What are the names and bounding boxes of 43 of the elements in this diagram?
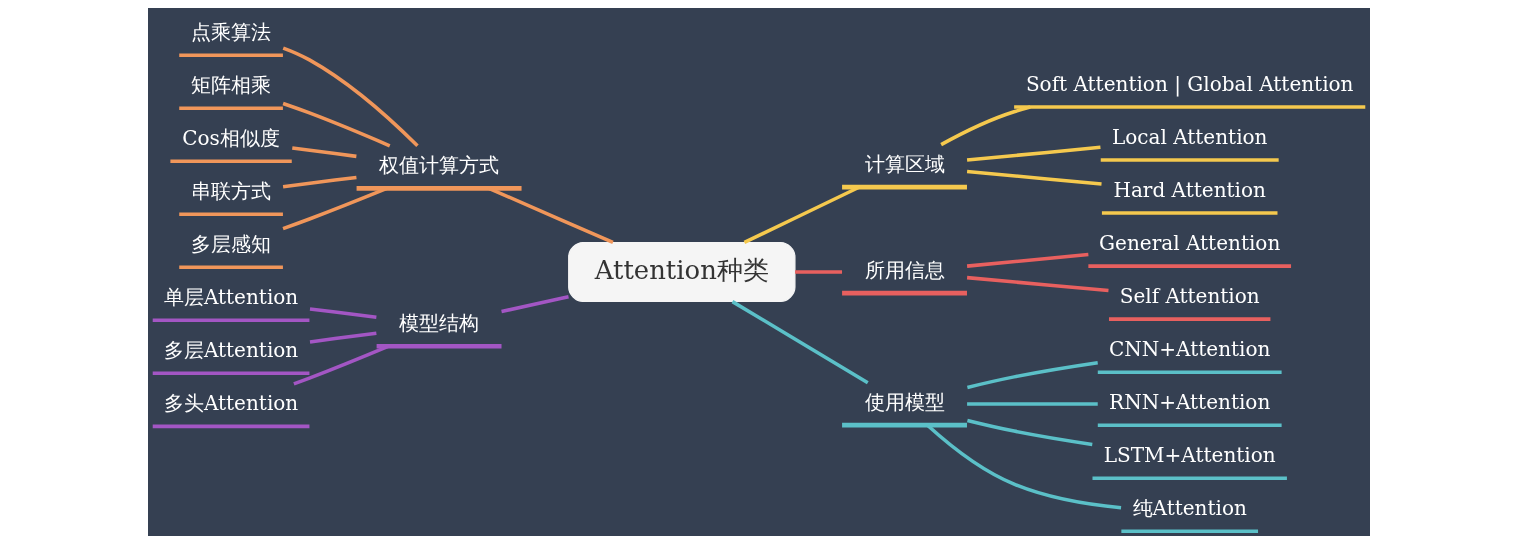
node-text: 单层Attention: [163, 284, 299, 309]
node-text: 使用模型: [864, 389, 945, 414]
node-text: 纯Attention: [1132, 495, 1247, 520]
node-text: 点乘算法: [191, 19, 272, 44]
connector: [966, 275, 1109, 293]
connector: [309, 331, 377, 344]
connector: [731, 300, 869, 385]
connector: [282, 46, 419, 148]
node-text: 模型结构: [399, 310, 480, 335]
connector: [795, 270, 843, 274]
connector: [282, 175, 357, 189]
connector: [940, 105, 1031, 147]
connector: [501, 295, 569, 314]
connector: [292, 146, 357, 159]
node-text: Hard Attention: [1113, 177, 1266, 202]
connector: [293, 344, 389, 386]
connector: [309, 307, 377, 320]
node-text: 所用信息: [864, 257, 945, 282]
node-text: RNN+Attention: [1109, 389, 1271, 414]
node-text: Cos相似度: [182, 125, 280, 150]
node-text: 多层感知: [191, 231, 272, 256]
node-text: 多层Attention: [163, 337, 299, 362]
node-text: 多头Attention: [163, 390, 299, 415]
node-text: Self Attention: [1119, 283, 1260, 308]
connector: [966, 418, 1093, 447]
node-text: 矩阵相乘: [191, 72, 272, 97]
node-text: Local Attention: [1111, 124, 1268, 149]
node-text: CNN+Attention: [1108, 336, 1271, 361]
connector: [282, 101, 391, 148]
connector: [967, 402, 1098, 406]
connector: [966, 145, 1101, 162]
node-text: 权值计算方式: [379, 152, 500, 177]
node-box: Attention种类: [568, 241, 796, 303]
node-text: 计算区域: [864, 151, 945, 176]
connector: [966, 252, 1089, 268]
connector: [282, 186, 388, 231]
connector: [966, 361, 1098, 390]
node-text: LSTM+Attention: [1103, 442, 1276, 467]
node-text: 串联方式: [191, 178, 272, 203]
node-text: Soft Attention | Global Attention: [1025, 71, 1354, 96]
connector: [926, 424, 1122, 510]
node-text: General Attention: [1099, 230, 1281, 255]
connector: [966, 169, 1102, 186]
